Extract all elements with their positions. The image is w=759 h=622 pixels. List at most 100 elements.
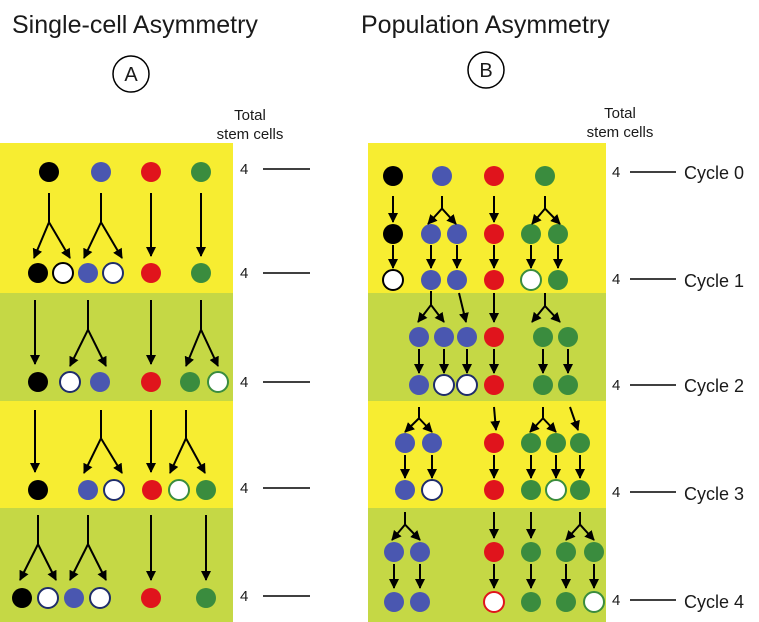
differentiated-cell [433,374,455,396]
arrow [48,221,71,259]
panel-a-header-line1: Total [234,107,266,124]
blue-stem-cell [395,480,415,500]
panel-b-count-3: 4 [612,484,620,501]
green-stem-cell [556,542,576,562]
blue-stem-cell [64,588,84,608]
arrow [19,543,39,581]
panel-a-badge-label: A [124,64,138,86]
arrow [184,329,202,367]
red-stem-cell [484,270,504,290]
panel-a-title: Single-cell Asymmetry [12,11,258,39]
green-stem-cell [521,224,541,244]
arrow [490,406,501,431]
blue-stem-cell [409,327,429,347]
arrow [404,417,420,433]
green-stem-cell [558,375,578,395]
red-stem-cell [484,327,504,347]
black-stem-cell [12,588,32,608]
red-stem-cell [484,224,504,244]
arrow [542,417,557,433]
red-stem-cell [141,162,161,182]
blue-stem-cell [410,592,430,612]
differentiated-cell [37,587,59,609]
arrow [69,543,89,581]
red-stem-cell [484,542,504,562]
differentiated-cell [456,374,478,396]
arrow [185,437,206,474]
green-stem-cell [570,480,590,500]
green-stem-cell [521,542,541,562]
arrow [418,417,433,433]
green-stem-cell [535,166,555,186]
red-stem-cell [484,480,504,500]
green-stem-cell [548,224,568,244]
green-stem-cell [556,592,576,612]
differentiated-cell [483,591,505,613]
arrow [87,543,107,581]
blue-stem-cell [395,433,415,453]
differentiated-cell [168,479,190,501]
blue-stem-cell [409,375,429,395]
blue-stem-cell [410,542,430,562]
green-stem-cell [521,433,541,453]
green-stem-cell [533,327,553,347]
blue-stem-cell [447,224,467,244]
blue-stem-cell [421,270,441,290]
arrow [37,543,57,581]
blue-stem-cell [91,162,111,182]
panel-a-count-2: 4 [240,374,248,391]
arrow [565,523,581,541]
blue-stem-cell [422,433,442,453]
blue-stem-cell [434,327,454,347]
differentiated-cell [59,371,81,393]
panel-b-header-line2: stem cells [587,124,654,141]
panel-b-cycle-1: Cycle 1 [684,271,744,291]
blue-stem-cell [78,263,98,283]
blue-stem-cell [90,372,110,392]
panel-b-title: Population Asymmetry [361,11,610,39]
black-stem-cell [383,224,403,244]
green-stem-cell [521,592,541,612]
panel-b-cycle-0: Cycle 0 [684,163,744,183]
arrow [83,437,102,474]
panel-b-count-0: 4 [612,164,620,181]
differentiated-cell [103,479,125,501]
blue-stem-cell [447,270,467,290]
panel-b-cycle-4: Cycle 4 [684,592,744,612]
panel-a-count-3: 4 [240,480,248,497]
panel-a-count-0: 4 [240,161,248,178]
differentiated-cell [421,479,443,501]
red-stem-cell [484,375,504,395]
arrow [529,417,544,433]
panel-b-count-2: 4 [612,377,620,394]
red-stem-cell [141,263,161,283]
arrow [100,437,123,474]
differentiated-cell [382,269,404,291]
panel-b-band-1 [368,143,606,293]
arrow [200,329,219,367]
arrow [544,207,561,225]
differentiated-cell [102,262,124,284]
arrow [531,305,546,323]
panel-b-badge-label: B [479,60,492,82]
red-stem-cell [484,433,504,453]
green-stem-cell [196,480,216,500]
blue-stem-cell [384,592,404,612]
panel-b-count-1: 4 [612,271,620,288]
arrow [391,523,406,541]
panel-b-cycle-3: Cycle 3 [684,484,744,504]
arrow [32,221,50,259]
green-stem-cell [533,375,553,395]
differentiated-cell [207,371,229,393]
green-stem-cell [546,433,566,453]
arrow [579,523,595,541]
red-stem-cell [484,166,504,186]
arrow [100,221,123,259]
red-stem-cell [142,480,162,500]
arrow [531,207,546,225]
black-stem-cell [28,263,48,283]
arrow [417,304,432,323]
black-stem-cell [28,480,48,500]
red-stem-cell [141,588,161,608]
green-stem-cell [584,542,604,562]
